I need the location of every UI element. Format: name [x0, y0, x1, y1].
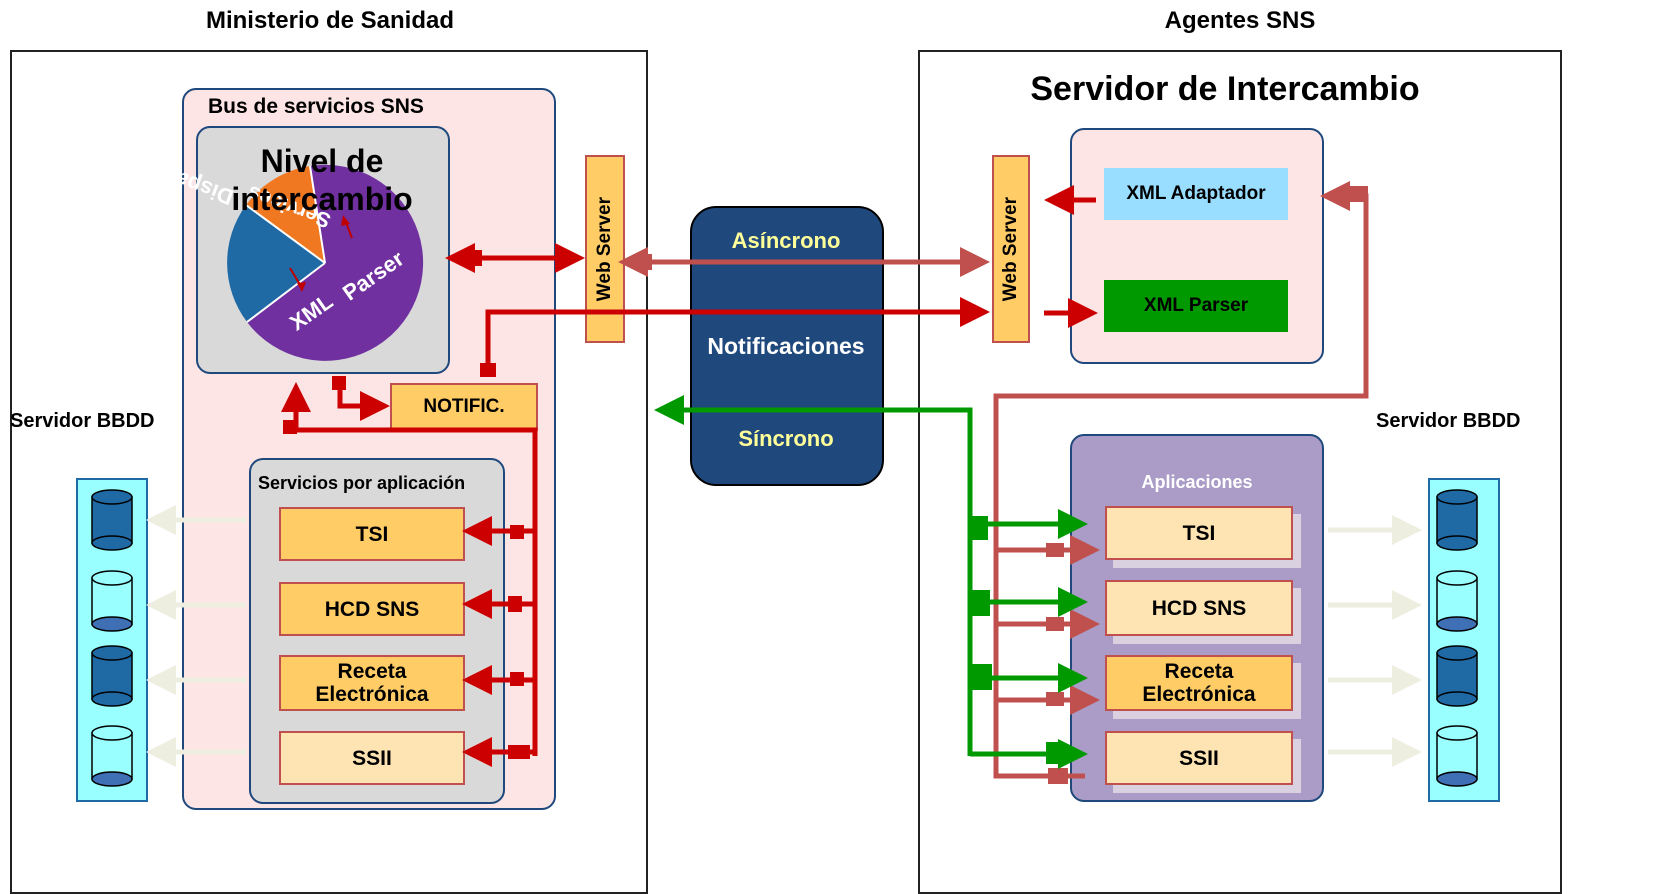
asincrono-label: Asíncrono [731, 228, 841, 253]
sincrono-label: Síncrono [738, 426, 834, 451]
right-db-label: Servidor BBDD [1376, 410, 1521, 432]
xml-adaptador-box: XML Adaptador [1104, 168, 1288, 220]
bus-servicios-title: Bus de servicios SNS [208, 95, 424, 118]
right-db-column [1428, 478, 1500, 802]
left-db-label: Servidor BBDD [10, 410, 155, 432]
left-db-column [76, 478, 148, 802]
right-web-server: Web Server [992, 155, 1030, 343]
notificaciones-label: Notificaciones [707, 332, 865, 359]
right-heading: Agentes SNS [1164, 7, 1316, 34]
left-app-ssii: SSII [279, 731, 465, 785]
right-app-receta: Receta Electrónica [1105, 655, 1293, 711]
servicios-aplicacion-title: Servicios por aplicación [258, 473, 466, 493]
left-app-hcd: HCD SNS [279, 582, 465, 636]
left-app-tsi: TSI [279, 507, 465, 561]
nivel-intercambio-title: Nivel de intercambio [231, 143, 413, 217]
servidor-intercambio-title: Servidor de Intercambio [1030, 69, 1420, 108]
notific-box: NOTIFIC. [390, 383, 538, 431]
right-app-ssii: SSII [1105, 731, 1293, 785]
xml-parser-box: XML Parser [1104, 280, 1288, 332]
aplicaciones-title: Aplicaciones [1141, 471, 1253, 492]
right-app-hcd: HCD SNS [1105, 580, 1293, 636]
right-app-tsi: TSI [1105, 506, 1293, 560]
left-heading: Ministerio de Sanidad [205, 7, 455, 34]
left-web-server: Web Server [585, 155, 625, 343]
left-app-receta: Receta Electrónica [279, 655, 465, 711]
